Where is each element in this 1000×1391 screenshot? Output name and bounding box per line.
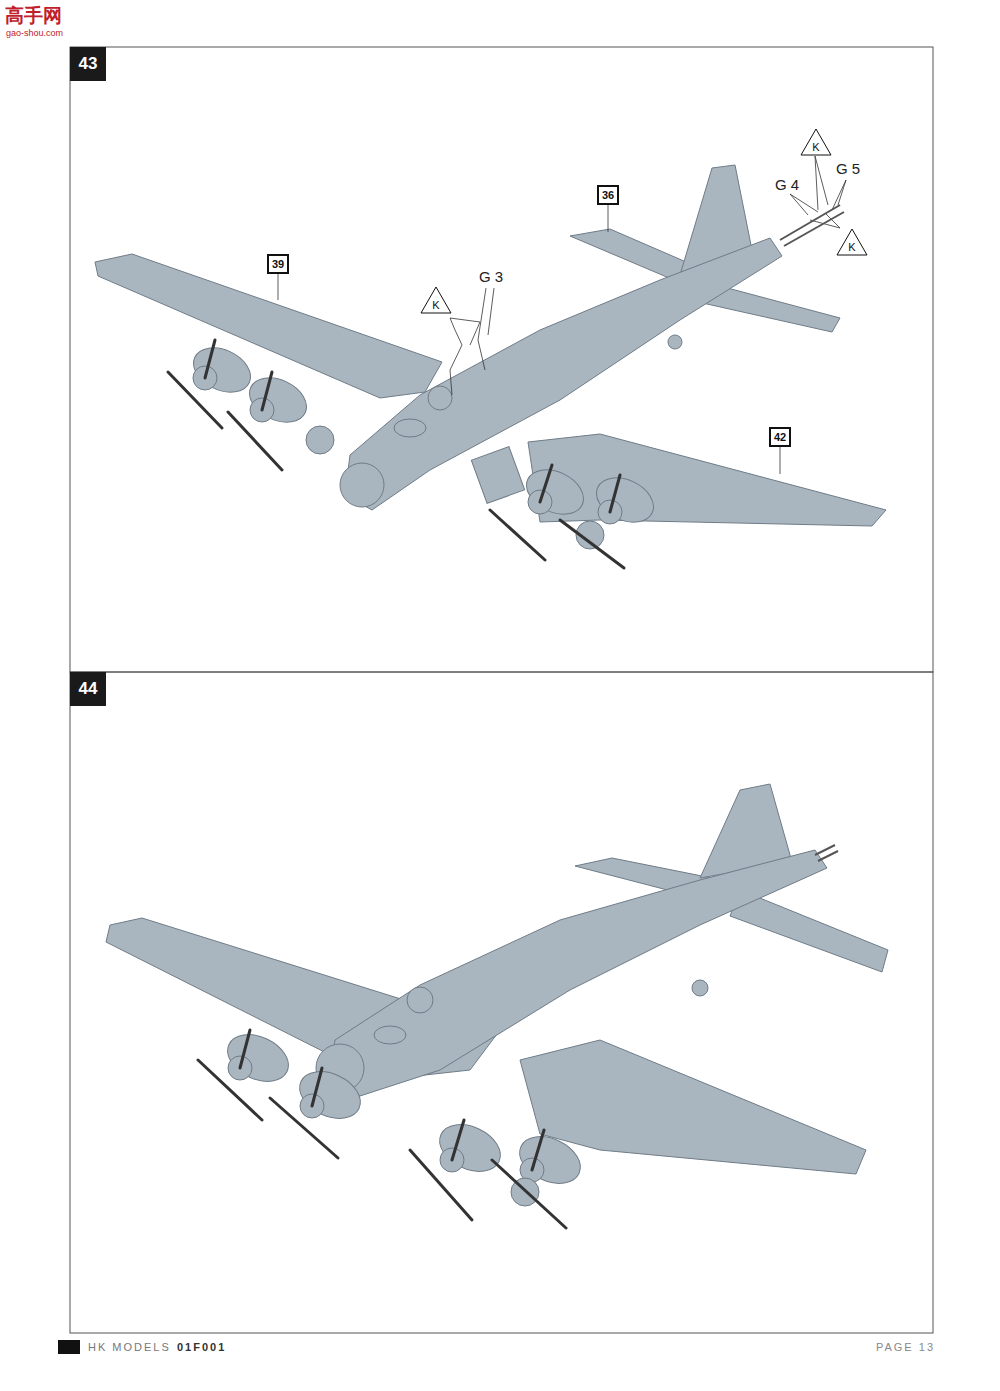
propellers — [168, 340, 624, 568]
step-number: 44 — [70, 672, 106, 706]
node-text: 36 — [602, 189, 614, 201]
brand-name: HK MODELS — [88, 1341, 171, 1353]
aircraft-exploded — [95, 165, 886, 526]
part-number: G 3 — [479, 268, 503, 285]
step-number: 43 — [70, 47, 106, 81]
callout-box: 42 — [769, 427, 791, 447]
node-text: 42 — [774, 431, 786, 443]
node-text: K — [432, 299, 439, 311]
callout-box: 39 — [267, 254, 289, 274]
node-text: K — [848, 241, 855, 253]
engine-nacelles — [220, 1025, 588, 1206]
part-number: G 5 — [836, 160, 860, 177]
node-text: 39 — [272, 258, 284, 270]
paint-triangle: K — [420, 286, 452, 314]
panel-frame — [70, 47, 933, 672]
watermark: gao-shou.com — [6, 28, 63, 38]
paint-triangle: K — [800, 128, 832, 156]
node-text: K — [812, 141, 819, 153]
tail-guns — [815, 845, 838, 861]
node-text: 43 — [79, 54, 98, 74]
paint-triangle: K — [836, 228, 868, 256]
leader-lines — [278, 156, 846, 474]
page-number: PAGE 13 — [876, 1341, 935, 1353]
tail-guns — [780, 205, 844, 246]
node-text: 44 — [79, 679, 98, 699]
brand-logo — [58, 1340, 80, 1354]
propellers — [198, 1030, 566, 1228]
panel-frame — [70, 672, 933, 1333]
aircraft-assembled — [106, 784, 888, 1174]
part-number: G 4 — [775, 176, 799, 193]
callout-box: 36 — [597, 185, 619, 205]
engine-nacelles — [186, 339, 660, 549]
watermark: 高手网 — [5, 3, 62, 29]
kit-number: 01F001 — [177, 1341, 226, 1353]
